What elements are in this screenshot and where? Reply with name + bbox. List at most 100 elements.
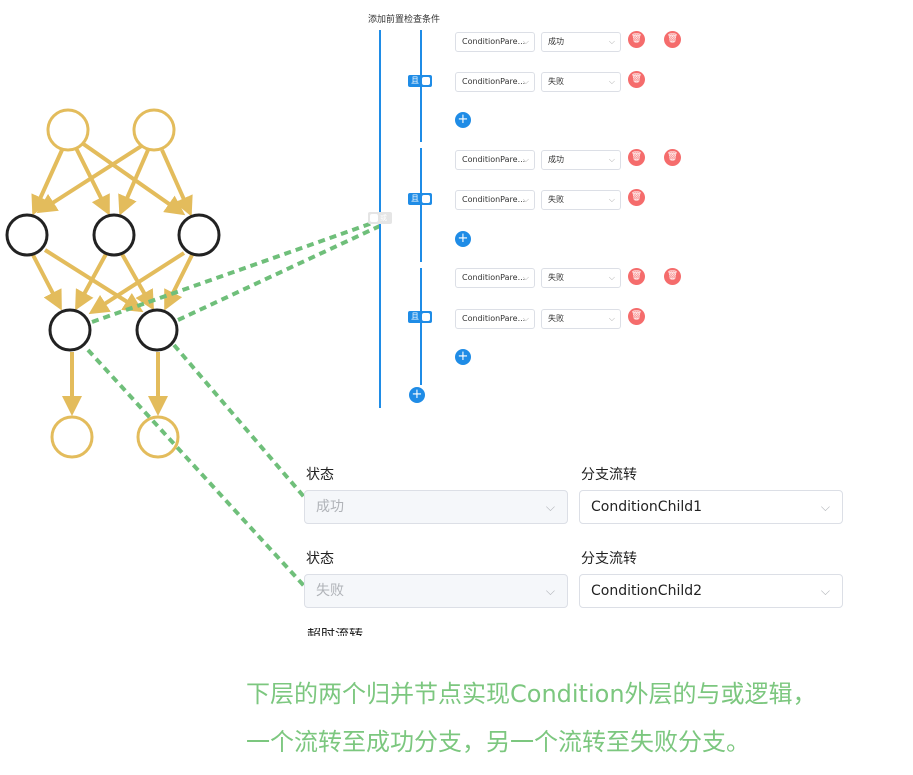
toggle-knob [370,214,378,222]
status-select-disabled: 失败 ⌵ [304,574,568,608]
group-1-logic-label: 且 [411,76,419,85]
green-dashed-connectors [86,219,385,590]
chevron-down-icon: ⌵ [522,155,529,164]
group-3-logic-toggle[interactable]: 且 [408,311,432,323]
status-select-value: 失败 [548,314,564,323]
group-1-logic-toggle[interactable]: 且 [408,75,432,87]
node-condition-3 [177,213,221,257]
trash-icon: 🗑 [630,34,643,44]
add-condition-button[interactable]: + [455,349,471,365]
branch-label: 分支流转 [581,467,637,483]
status-select[interactable]: 成功 ⌵ [541,32,621,52]
status-select-disabled: 成功 ⌵ [304,490,568,524]
status-select[interactable]: 失败 ⌵ [541,72,621,92]
outer-logic-toggle[interactable]: 或 [368,212,392,224]
param-select[interactable]: ConditionPare...⌵ [455,32,535,52]
trash-icon: 🗑 [666,34,679,44]
chevron-down-icon: ⌵ [820,584,830,598]
chevron-down-icon: ⌵ [522,77,529,86]
node-input-1 [46,108,90,152]
middle-condition-nodes [5,213,221,257]
param-select-value: ConditionPare... [462,155,526,164]
trash-icon: 🗑 [630,311,643,321]
param-select-value: ConditionPare... [462,195,526,204]
status-select[interactable]: 失败⌵ [541,190,621,210]
group-3-logic-label: 且 [411,312,419,321]
add-condition-button[interactable]: + [455,112,471,128]
branch-select[interactable]: ConditionChild2⌵ [579,574,843,608]
chevron-down-icon: ⌵ [545,500,555,514]
trash-icon: 🗑 [630,192,643,202]
branch-label: 分支流转 [581,551,637,567]
chevron-down-icon: ⌵ [820,500,830,514]
status-select[interactable]: 失败 ⌵ [541,268,621,288]
delete-row-button[interactable]: 🗑 [628,31,645,48]
status-select-value: 失败 [548,77,564,86]
chevron-down-icon: ⌵ [522,195,529,204]
node-output-1 [50,415,94,459]
edges [31,141,194,416]
status-select-value: 成功 [548,37,564,46]
status-select-value: 成功 [548,155,564,164]
chevron-down-icon: ⌵ [608,195,615,204]
group-2-logic-label: 且 [411,194,419,203]
chevron-down-icon: ⌵ [545,584,555,598]
param-select[interactable]: ConditionPare...⌵ [455,150,535,170]
node-output-2 [136,415,180,459]
status-label: 状态 [306,467,334,483]
status-label: 状态 [306,551,334,567]
caption-line-2: 一个流转至成功分支，另一个流转至失败分支。 [246,728,750,756]
status-value: 失败 [316,583,344,599]
toggle-knob [422,77,430,85]
toggle-knob [422,195,430,203]
status-select-value: 失败 [548,273,564,282]
node-condition-1 [5,213,49,257]
chevron-down-icon: ⌵ [608,155,615,164]
delete-row-button[interactable]: 🗑 [628,149,645,166]
chevron-down-icon: ⌵ [608,77,615,86]
delete-row-button[interactable]: 🗑 [628,308,645,325]
node-input-2 [132,108,176,152]
trash-icon: 🗑 [666,152,679,162]
delete-row-button[interactable]: 🗑 [628,268,645,285]
param-select[interactable]: ConditionPare...⌵ [455,190,535,210]
add-group-button[interactable]: + [409,387,425,403]
param-select-value: ConditionPare... [462,77,526,86]
delete-group-button[interactable]: 🗑 [664,149,681,166]
delete-row-button[interactable]: 🗑 [628,189,645,206]
group-2-logic-toggle[interactable]: 且 [408,193,432,205]
param-select[interactable]: ConditionPare...⌵ [455,268,535,288]
status-select[interactable]: 失败 ⌵ [541,309,621,329]
param-select[interactable]: ConditionPare...⌵ [455,72,535,92]
trash-icon: 🗑 [666,271,679,281]
param-select-value: ConditionPare... [462,314,526,323]
trash-icon: 🗑 [630,74,643,84]
chevron-down-icon: ⌵ [608,314,615,323]
trash-icon: 🗑 [630,152,643,162]
timeout-label-cutoff: 超时流转 [307,628,363,636]
param-select-value: ConditionPare... [462,37,526,46]
status-value: 成功 [316,499,344,515]
output-nodes [50,415,180,459]
outer-logic-label: 或 [380,214,387,222]
delete-row-button[interactable]: 🗑 [628,71,645,88]
branch-select[interactable]: ConditionChild1 ⌵ [579,490,843,524]
chevron-down-icon: ⌵ [522,273,529,282]
chevron-down-icon: ⌵ [608,273,615,282]
add-condition-button[interactable]: + [455,231,471,247]
chevron-down-icon: ⌵ [608,37,615,46]
node-condition-2 [92,213,136,257]
node-merge-1 [48,308,92,352]
plus-icon: + [457,349,469,364]
builder-title: 添加前置检查条件 [368,15,441,25]
delete-group-button[interactable]: 🗑 [664,31,681,48]
toggle-knob [422,313,430,321]
param-select[interactable]: ConditionPare...⌵ [455,309,535,329]
status-select[interactable]: 成功 ⌵ [541,150,621,170]
caption-line-1: 下层的两个归并节点实现Condition外层的与或逻辑， [246,680,817,708]
branch-value: ConditionChild1 [591,499,703,515]
delete-group-button[interactable]: 🗑 [664,268,681,285]
chevron-down-icon: ⌵ [522,314,529,323]
trash-icon: 🗑 [630,271,643,281]
top-input-nodes [46,108,176,152]
